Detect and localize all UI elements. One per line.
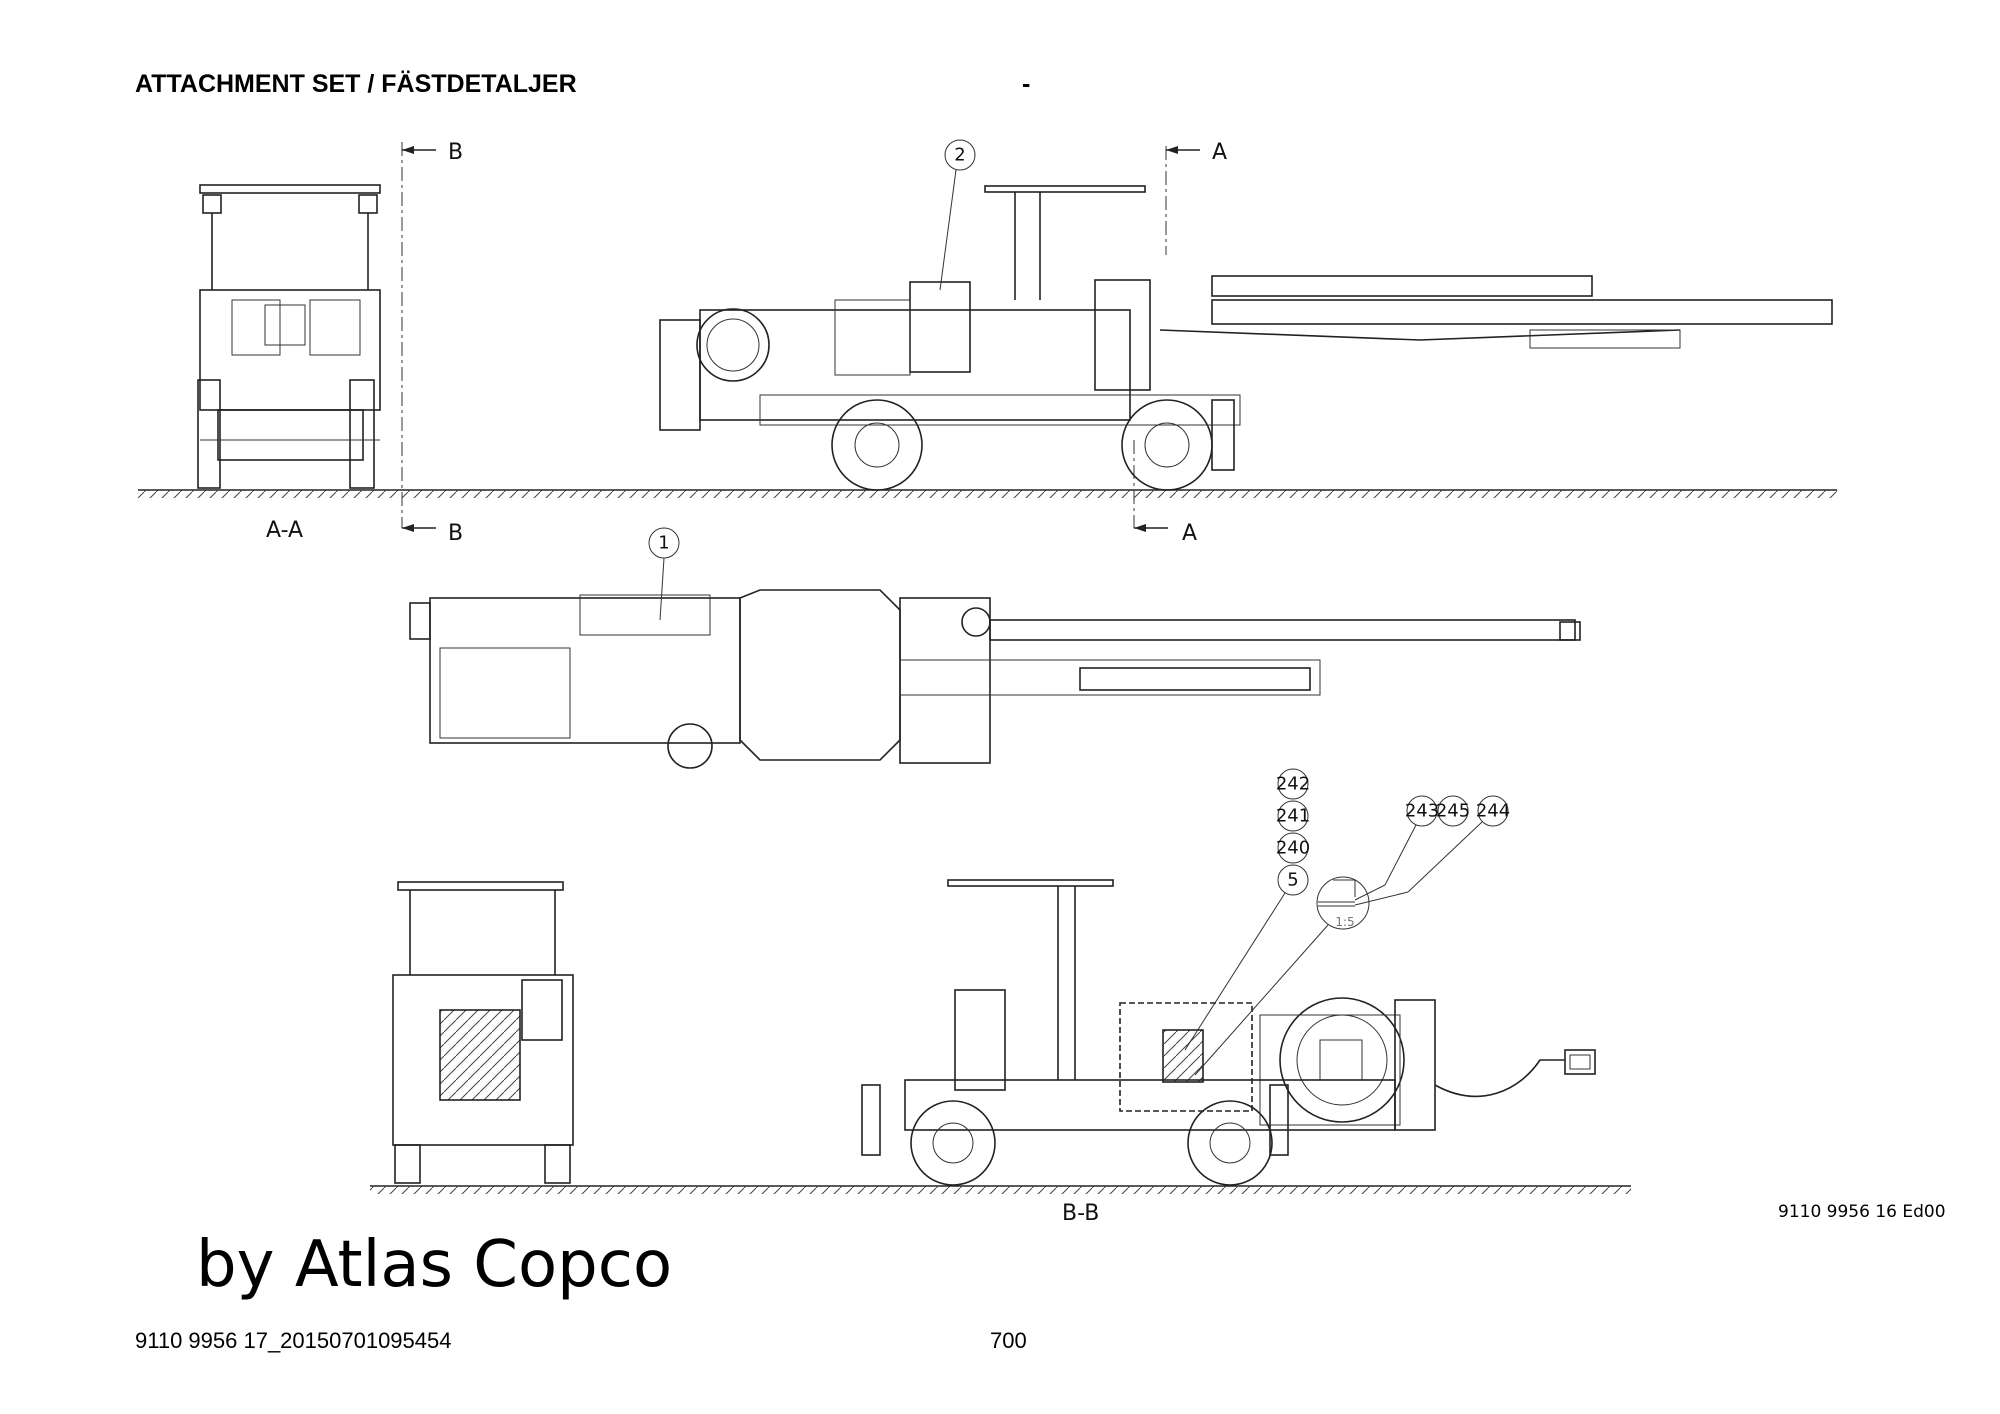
title-separator: - xyxy=(1022,70,1031,98)
section-b-markers: B B xyxy=(401,140,463,546)
document-number: 9110 9956 16 Ed00 xyxy=(1778,1202,1946,1222)
view-bb-label: B-B xyxy=(1062,1201,1099,1226)
balloon-5-label: 5 xyxy=(1287,870,1298,891)
balloon-241-label: 241 xyxy=(1276,806,1310,827)
side-view-bb xyxy=(861,879,1596,1186)
brand-watermark: by Atlas Copco xyxy=(196,1228,673,1302)
balloon-243-label: 243 xyxy=(1405,801,1439,822)
detail-view-circle xyxy=(1316,876,1370,930)
rear-view xyxy=(392,881,574,1184)
section-a-bottom-label: A xyxy=(1182,521,1197,546)
detail-scale-label: 1:5 xyxy=(1335,915,1354,929)
section-b-top-label: B xyxy=(448,140,463,165)
footer-page-number: 700 xyxy=(990,1328,1027,1353)
section-a-top-label: A xyxy=(1212,140,1227,165)
balloon-245-label: 245 xyxy=(1436,801,1470,822)
ground-line-bottom xyxy=(370,1185,1631,1194)
balloon-1-label: 1 xyxy=(658,533,669,554)
balloon-240-label: 240 xyxy=(1276,838,1310,859)
balloon-244-label: 244 xyxy=(1476,801,1510,822)
callout-balloons: 242 241 240 5 243 245 244 1:5 xyxy=(1184,768,1510,1076)
balloon-2-label: 2 xyxy=(954,145,965,166)
view-aa-label: A-A xyxy=(266,518,303,543)
section-a-markers: A A xyxy=(1133,140,1227,546)
balloon-2 xyxy=(944,139,976,171)
ground-line-top xyxy=(138,489,1837,498)
section-b-bottom-label: B xyxy=(448,521,463,546)
front-view-aa xyxy=(197,184,381,489)
page-title: ATTACHMENT SET / FÄSTDETALJER xyxy=(135,70,577,98)
top-view-machine xyxy=(409,589,1581,769)
side-view-machine xyxy=(659,185,1833,491)
balloon-242-label: 242 xyxy=(1276,774,1310,795)
footer-file-id: 9110 9956 17_20150701095454 xyxy=(135,1328,452,1353)
